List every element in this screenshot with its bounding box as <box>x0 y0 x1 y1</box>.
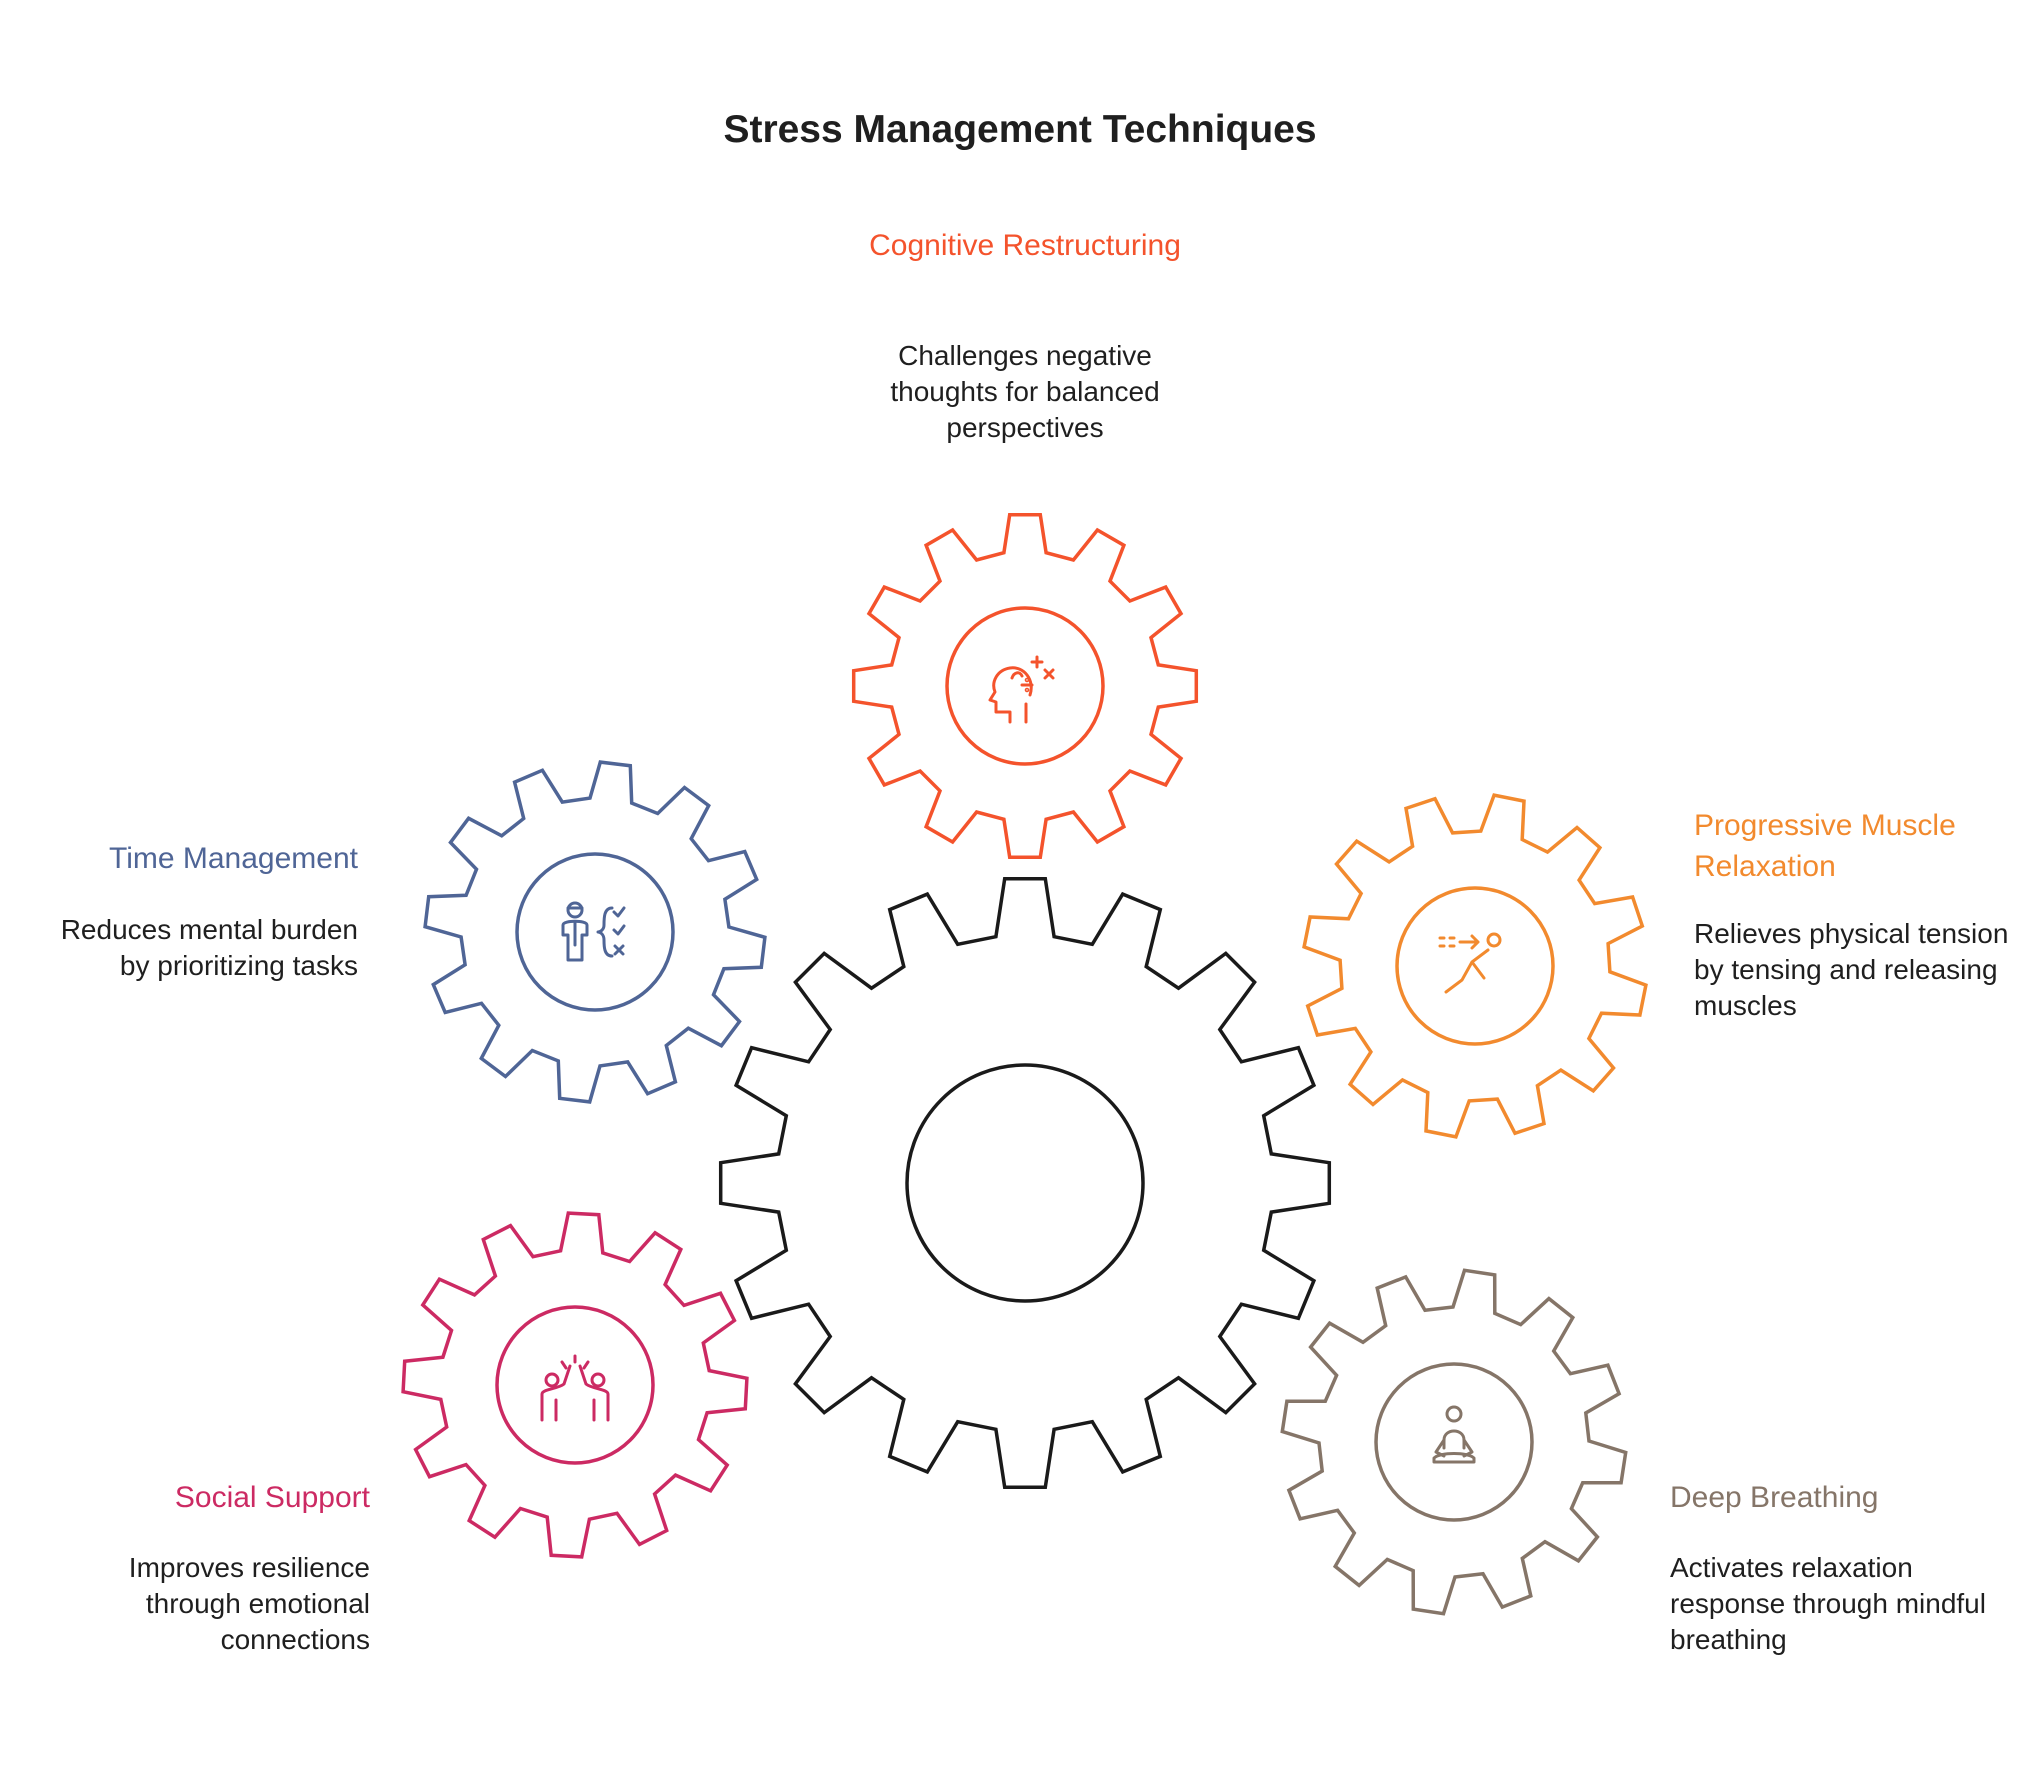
social-support-label: Social Support <box>174 1481 370 1514</box>
social-gear <box>401 1211 749 1559</box>
cognitive-restructuring-label: Cognitive Restructuring <box>869 229 1181 262</box>
person-checklist-icon <box>561 901 626 962</box>
meditation-icon <box>1432 1405 1476 1464</box>
time-gear <box>423 760 767 1104</box>
time-management-description: Reduces mental burden by prioritizing ta… <box>60 914 358 981</box>
pmr-gear <box>1302 793 1648 1139</box>
center-gear <box>718 876 1332 1490</box>
head-math-icon <box>988 655 1055 724</box>
social-support-description: Improves resilience through emotional co… <box>128 1552 370 1655</box>
deep-breathing-label: Deep Breathing <box>1670 1481 1879 1514</box>
time-management-label: Time Management <box>109 842 358 875</box>
reclining-person-icon <box>1438 932 1502 994</box>
cognitive-restructuring-description: Challenges negative thoughts for balance… <box>890 340 1160 443</box>
diagram-title: Stress Management Techniques <box>723 108 1317 151</box>
cognitive-gear <box>851 512 1199 860</box>
breathing-gear <box>1280 1268 1628 1616</box>
progressive-muscle-relaxation-description: Relieves physical tension by tensing and… <box>1694 918 2009 1021</box>
progressive-muscle-relaxation-label: Progressive Muscle Relaxation <box>1694 809 1956 883</box>
high-five-icon <box>540 1354 610 1422</box>
deep-breathing-description: Activates relaxation response through mi… <box>1670 1552 1986 1655</box>
